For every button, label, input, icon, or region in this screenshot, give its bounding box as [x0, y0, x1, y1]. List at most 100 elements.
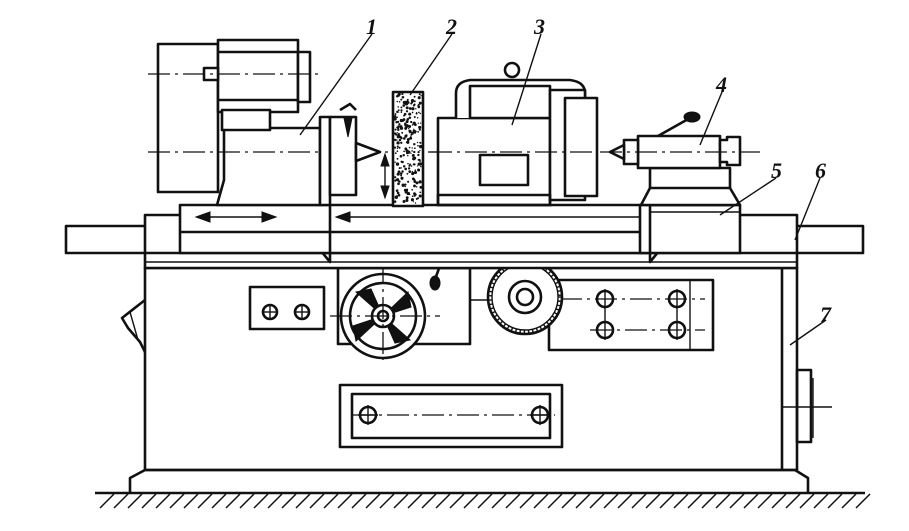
knurl-tick: [489, 286, 494, 289]
grit-dot: [414, 123, 417, 127]
knurl-tick: [497, 270, 502, 275]
knurl-tick: [539, 326, 543, 331]
grit-dot: [404, 191, 408, 194]
hatch-line: [827, 493, 843, 509]
grit-dot: [400, 137, 403, 140]
hatch-line: [841, 493, 857, 509]
grit-dot: [396, 150, 399, 153]
grit-dot: [404, 126, 408, 130]
knurl-tick: [488, 290, 493, 293]
grit-dot: [414, 169, 417, 172]
hatch-line: [771, 493, 787, 509]
hatch-line: [785, 493, 801, 509]
grit-dot: [419, 141, 421, 144]
hatch-line: [491, 493, 507, 509]
grit-dot: [400, 111, 403, 114]
hatch-line: [701, 493, 717, 509]
grit-dot: [418, 93, 421, 96]
grit-dot: [397, 109, 400, 112]
grit-dot: [396, 139, 398, 141]
grit-dot: [418, 101, 422, 105]
grit-dot: [394, 176, 397, 179]
grit-dot: [405, 120, 409, 124]
grit-dot: [408, 146, 411, 149]
grit-dot: [412, 201, 414, 203]
grit-dot: [410, 135, 412, 137]
hatch-line: [673, 493, 689, 509]
grit-dot: [413, 170, 418, 175]
grit-dot: [397, 125, 400, 129]
knurl-tick: [557, 289, 562, 292]
grit-dot: [419, 191, 422, 194]
knurl-tick: [554, 281, 560, 285]
hatch-line: [337, 493, 353, 509]
knurl-tick: [495, 274, 500, 278]
tailstock: [600, 111, 760, 207]
control-bolts: [560, 289, 705, 340]
grit-dot: [396, 157, 399, 160]
hatch-line: [631, 493, 647, 509]
grit-dot: [399, 126, 404, 130]
grit-dot: [398, 101, 401, 103]
grit-dot: [396, 132, 398, 134]
hatch-line: [127, 493, 143, 509]
knurl-tick: [549, 318, 553, 323]
label-4: 4: [715, 72, 727, 97]
grit-dot: [410, 102, 413, 105]
knurl-tick: [555, 308, 560, 311]
hatch-line: [183, 493, 199, 509]
knurl-tick: [492, 277, 497, 282]
knurl-tick: [510, 327, 514, 332]
knurl-tick: [519, 329, 522, 334]
hatch-line: [365, 493, 381, 509]
grit-dot: [406, 191, 410, 196]
grit-dot: [393, 146, 397, 149]
grit-dot: [411, 154, 415, 157]
grit-dot: [410, 120, 413, 124]
grit-dot: [408, 127, 410, 130]
grit-dot: [402, 104, 406, 107]
grit-dot: [413, 194, 416, 197]
hatch-line: [155, 493, 171, 509]
knurl-tick: [531, 329, 534, 334]
control-lever: [429, 259, 444, 291]
hatch-line: [295, 493, 311, 509]
grit-dot: [417, 122, 419, 124]
grit-dot: [420, 165, 422, 168]
hatch-line: [393, 493, 409, 509]
grit-dot: [407, 180, 410, 183]
label-3: 3: [533, 14, 545, 39]
hatch-line: [323, 493, 339, 509]
grit-dot: [413, 150, 416, 154]
grit-dot: [415, 112, 418, 115]
grit-dot: [400, 120, 403, 123]
knurl-tick: [542, 324, 547, 329]
hatch-line: [351, 493, 367, 509]
hatch-line: [561, 493, 577, 509]
hatch-line: [281, 493, 297, 509]
grit-dot: [406, 100, 409, 103]
knurl-tick: [553, 311, 559, 316]
grit-dot: [418, 111, 420, 114]
grit-dot: [400, 174, 403, 177]
grit-dot: [412, 158, 414, 161]
knurl-tick: [514, 328, 518, 333]
grit-dot: [412, 163, 415, 166]
grit-dot: [394, 161, 396, 163]
grit-dot: [402, 200, 406, 203]
grit-dot: [396, 120, 400, 124]
hatch-line: [813, 493, 829, 509]
machine-bed: [120, 266, 832, 472]
grit-dot: [405, 106, 409, 110]
grit-dot: [400, 167, 402, 169]
hatch-line: [645, 493, 661, 509]
grit-dot: [404, 167, 408, 171]
grit-dot: [399, 172, 403, 175]
grit-dot: [396, 142, 399, 145]
grit-dot: [409, 136, 413, 140]
grit-dot: [406, 141, 409, 144]
grit-dot: [404, 183, 407, 186]
knurl-tick: [491, 310, 496, 314]
grit-dot: [396, 100, 399, 103]
grit-dot: [418, 180, 422, 184]
